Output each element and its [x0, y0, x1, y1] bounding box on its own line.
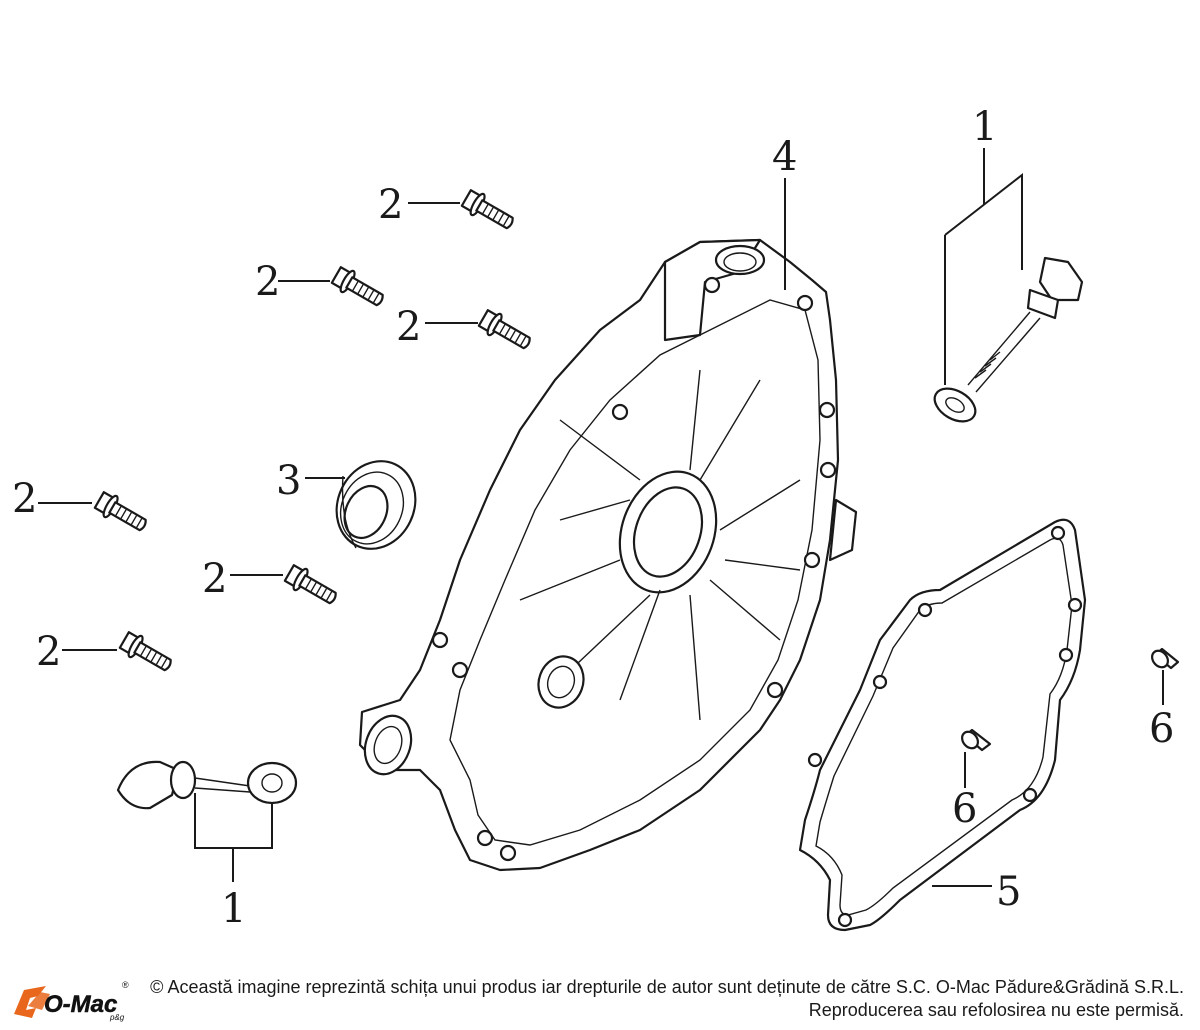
- callout-2-a: 2: [378, 182, 403, 228]
- dowel-pin-right: [1151, 647, 1180, 670]
- callout-labels: 1 4 2 2 2 3 2 2 2 1 5 6 6: [12, 104, 1174, 932]
- crankcase-cover: [358, 238, 858, 872]
- bolt-1: [460, 189, 514, 230]
- logo-text: O-Mac: [44, 991, 117, 1018]
- callout-2-f: 2: [36, 629, 61, 675]
- gasket: [798, 518, 1087, 932]
- bolt-group: [93, 189, 531, 672]
- bolt-2: [330, 266, 384, 307]
- bolt-5: [283, 564, 337, 605]
- o-mac-logo: O-Mac p&g ®: [14, 980, 129, 1022]
- oil-dipstick-bottom: [116, 760, 298, 810]
- bolt-4: [93, 491, 147, 532]
- leader-lines: [38, 148, 1164, 887]
- callout-6-right: 6: [1149, 706, 1174, 752]
- callout-3: 3: [276, 458, 301, 504]
- footer: O-Mac p&g ® © Această imagine reprezintă…: [0, 968, 1200, 1030]
- oil-seal: [335, 460, 417, 550]
- callout-1-bottom: 1: [221, 886, 246, 932]
- bolt-3: [477, 309, 531, 350]
- copyright-line-2: Reproducerea sau refolosirea nu este per…: [808, 1000, 1184, 1020]
- copyright-notice: © Această imagine reprezintă schița unui…: [144, 976, 1184, 1022]
- bolt-6: [118, 631, 172, 672]
- callout-4: 4: [772, 134, 797, 180]
- callout-2-e: 2: [202, 556, 227, 602]
- oil-dipstick-top: [933, 256, 1084, 423]
- callout-2-c: 2: [396, 304, 421, 350]
- callout-2-d: 2: [12, 476, 37, 522]
- callout-2-b: 2: [255, 259, 280, 305]
- logo-mark: ®: [122, 980, 129, 990]
- dowel-pin-center: [961, 728, 992, 752]
- copyright-line-1: © Această imagine reprezintă schița unui…: [150, 977, 1184, 997]
- callout-6-center: 6: [952, 786, 977, 832]
- callout-5: 5: [996, 869, 1021, 915]
- logo-sub: p&g: [109, 1013, 125, 1022]
- callout-1-top: 1: [972, 104, 997, 150]
